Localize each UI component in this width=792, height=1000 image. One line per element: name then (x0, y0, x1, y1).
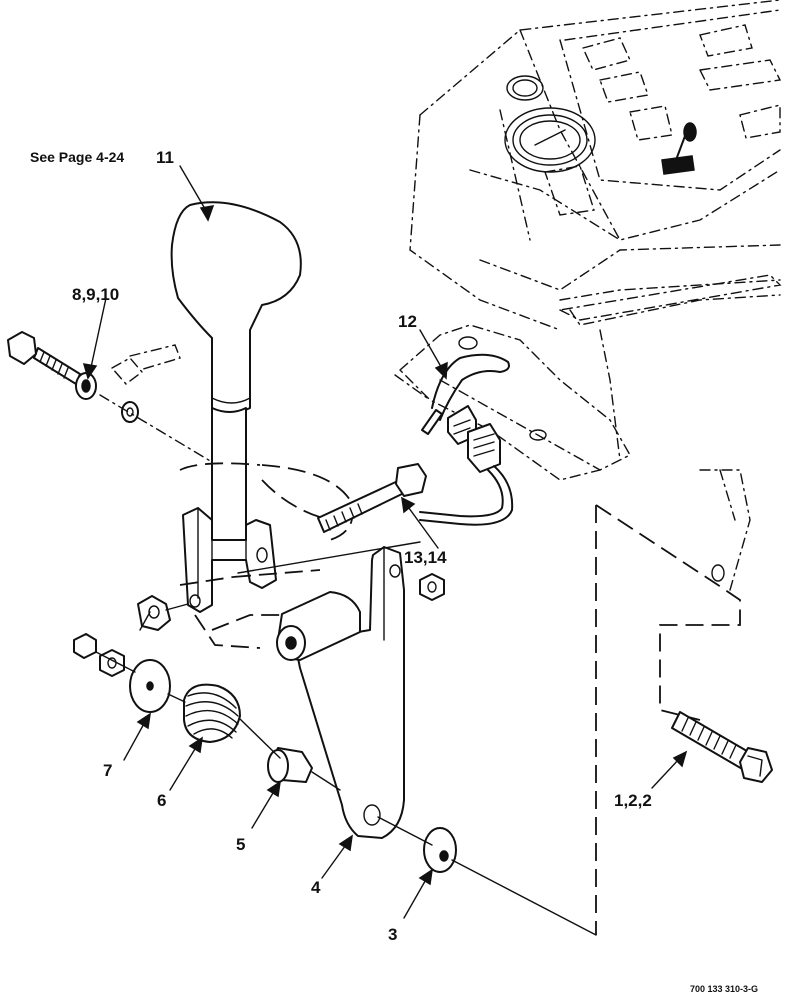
callout-13-14: 13,14 (404, 548, 447, 567)
console-joystick (661, 122, 697, 175)
console-gauges (504, 75, 596, 173)
bolt-1 (671, 711, 773, 783)
callout-1-2-2: 1,2,2 (614, 791, 652, 810)
assembly-axis-lines (95, 541, 597, 936)
callout-7: 7 (103, 761, 112, 780)
hex-nut-14 (419, 573, 445, 601)
washer-3 (423, 827, 457, 873)
wiring-harness-connector (419, 405, 514, 526)
callout-3: 3 (388, 925, 397, 944)
spacer-5 (267, 747, 313, 783)
phantom-bolt (110, 344, 181, 385)
lockwasher-9 (75, 372, 97, 400)
bracket-pivot-tube (276, 591, 361, 661)
console-rocker-switches (544, 24, 782, 216)
callout-5: 5 (236, 835, 245, 854)
panel-outline-phantom (595, 504, 741, 935)
leader-lines (82, 165, 688, 919)
spring-6 (183, 683, 241, 743)
callout-8-9-10: 8,9,10 (72, 285, 119, 304)
clevis-nut (137, 595, 171, 631)
mounting-bracket-phantom (394, 324, 631, 481)
flat-washer-7 (129, 659, 171, 713)
flatwasher-10 (121, 401, 139, 423)
callout-11: 11 (156, 148, 174, 167)
callout-4: 4 (311, 878, 321, 897)
lever-clevis-bracket (182, 507, 277, 613)
shift-lever-shaft (211, 407, 247, 545)
drawing-number: 700 133 310-3-G (690, 984, 758, 994)
callout-6: 6 (157, 791, 166, 810)
shift-handle-knob (170, 201, 302, 414)
reference-note: See Page 4-24 (30, 149, 124, 165)
small-nuts (73, 633, 125, 677)
pivot-base-phantom (179, 462, 354, 649)
pivot-bolt-13 (317, 463, 427, 533)
bolt-8 (7, 331, 81, 385)
support-bracket (295, 546, 405, 839)
callout-12: 12 (398, 312, 417, 331)
cable-tie-12 (421, 353, 510, 435)
operator-console (409, 0, 782, 591)
